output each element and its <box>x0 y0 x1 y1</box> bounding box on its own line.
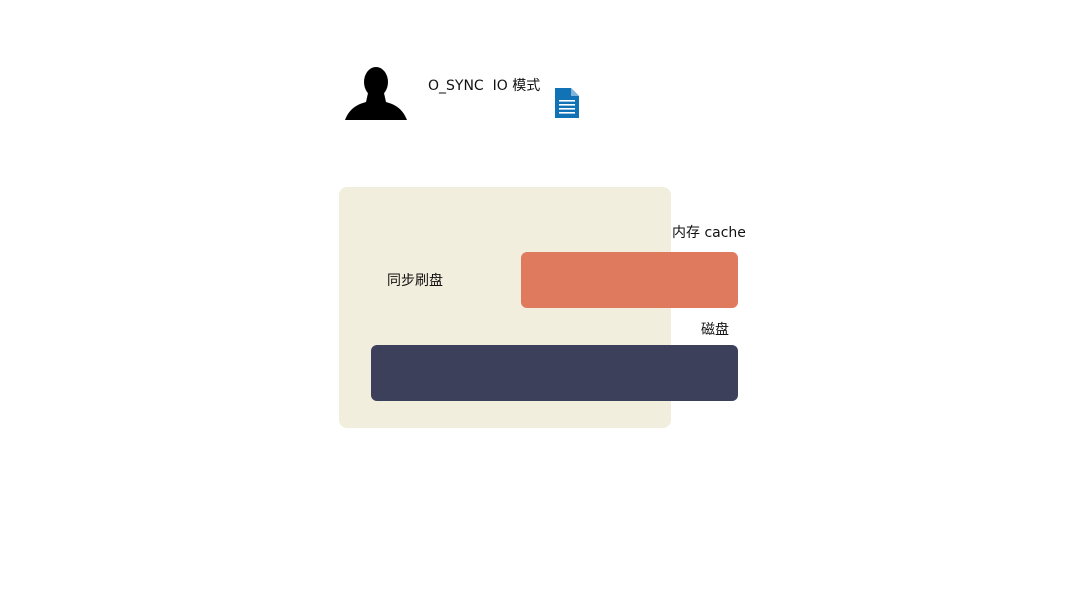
disk-bar <box>371 345 738 401</box>
io-mode-title: O_SYNC IO 模式 <box>428 78 541 94</box>
sync-flush-label: 同步刷盘 <box>387 273 443 289</box>
memory-cache-bar <box>521 252 738 308</box>
document-icon <box>555 88 579 118</box>
user-silhouette-icon <box>345 66 407 120</box>
disk-label: 磁盘 <box>701 322 729 338</box>
memory-cache-label: 内存 cache <box>672 225 746 241</box>
